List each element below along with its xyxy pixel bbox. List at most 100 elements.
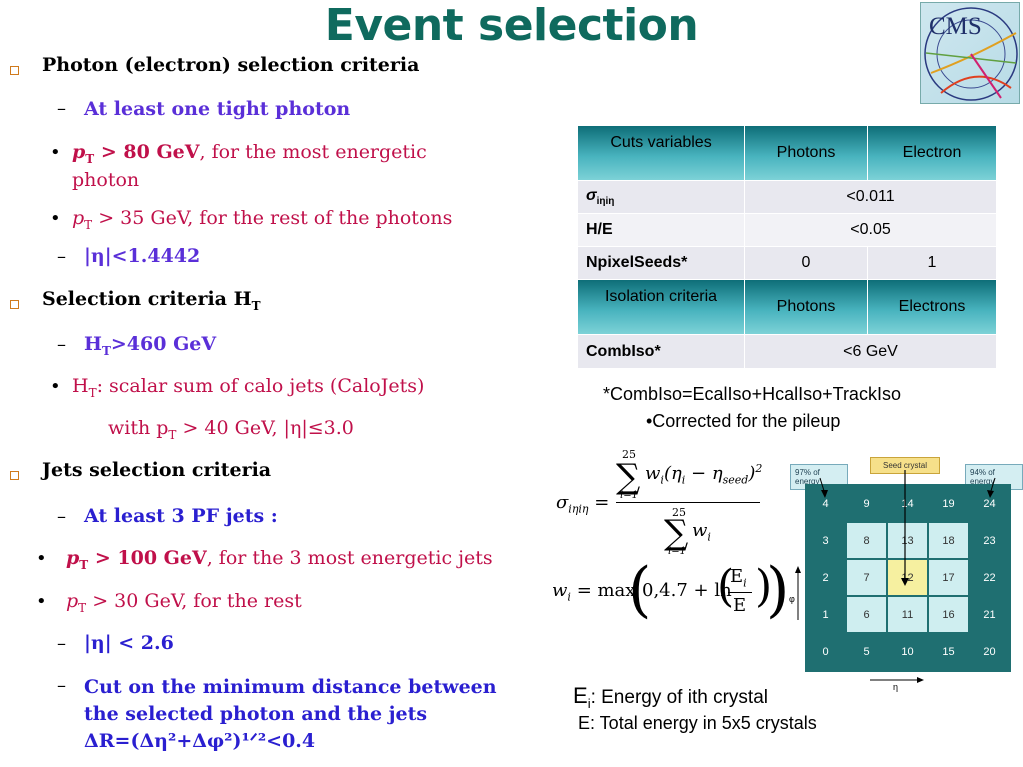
delta-r-line3: ΔR=(Δη²+Δφ²)¹ᐟ²<0.4 [84,730,316,752]
sigma-denominator: wi [692,520,711,544]
ht-var: H [72,375,89,397]
eta-cut-jets: |η| < 2.6 [84,632,174,654]
eta-sub: i [681,473,686,487]
ht-heading: Selection criteria HT [42,288,261,313]
ei-var: E [573,683,588,708]
table-header-cell: Isolation criteria [577,279,745,335]
tight-photon-item: At least one tight photon [84,98,351,120]
crystal-cell: 15 [929,634,968,669]
sigma-lhs: σiηiη = [556,492,610,516]
w-sub: i [660,473,664,487]
bullet-marker: • [50,142,61,163]
crystal-cell: 6 [847,597,886,632]
crystal-cell: 9 [847,486,886,521]
paren-close: ) [748,463,756,484]
delta-r-line2: the selected photon and the jets [84,703,428,725]
pt-sub: T [78,600,87,615]
seed-sub: seed [722,473,749,487]
paren-close-small: ) [755,561,773,612]
table-header-cell: Cuts variables [577,125,745,181]
table-header-row: Isolation criteria Photons Electrons [577,279,997,335]
sigma-numerator: wi(ηi − ηseed)2 [645,462,762,487]
crystal-cell: 13 [888,523,927,558]
cuts-table: Cuts variables Photons Electron σiηiη <0… [577,125,997,369]
section-ht-marker [10,294,19,313]
table-cell: NpixelSeeds* [577,246,745,280]
delta-r-cut: Cut on the minimum distance between the … [84,674,497,755]
ratio-den: E [733,595,747,616]
dash-marker: – [57,506,66,527]
crystal-cell: 5 [847,634,886,669]
bullet-marker: • [36,591,47,612]
ht-heading-text: Selection criteria H [42,288,252,310]
w-var: w [645,463,661,484]
crystal-cell: 21 [970,597,1009,632]
sigma-symbol: σ [586,186,597,204]
pt-var: p [72,207,85,229]
table-cell: <6 GeV [744,334,997,369]
sum-icon: ∑ [616,457,641,497]
bullet-square-icon [10,66,19,75]
table-cell: 1 [867,246,997,280]
logo-tracks-icon [924,7,1018,101]
crystal-cell: 1 [806,597,845,632]
sigma-sub: iηiη [568,502,589,516]
pt80-cond: > 80 GeV [94,141,200,163]
pt-var: p [72,141,86,163]
dash-marker: – [57,334,66,355]
max-text: = max [576,580,636,601]
ht-sub: T [101,343,111,358]
ratio-bar [728,592,752,593]
page-title: Event selection [324,0,699,51]
e-definition: E: Total energy in 5x5 crystals [578,713,817,733]
sum-icon: ∑ [664,513,689,553]
pt80-rest: , for the most energetic [199,141,427,163]
pt100-rest: , for the 3 most energetic jets [206,547,493,569]
crystal-cell: 16 [929,597,968,632]
grid-arrows-icon [795,470,996,683]
pt100-cond: > 100 GeV [88,547,207,569]
three-jets-item: At least 3 PF jets : [84,505,278,527]
ht-cont-a: with p [108,417,169,439]
sigma-sub: iηiη [596,196,615,208]
ht-heading-sub: T [251,298,261,313]
ht-def-rest: : scalar sum of calo jets (CaloJets) [96,375,425,397]
crystal-cell: 2 [806,560,845,595]
pt35-item: pT > 35 GeV, for the rest of the photons [72,207,452,232]
crystal-cell: 22 [970,560,1009,595]
table-cell: <0.05 [744,213,997,247]
bullet-marker: • [50,376,61,397]
bullet-square-icon [10,471,19,480]
crystal-cell: 8 [847,523,886,558]
sum-lower: i=1 [620,490,638,501]
table-cell: CombIso* [577,334,745,369]
table-header-cell: Electron [867,125,997,181]
eta-cut-photon: |η|<1.4442 [84,245,201,267]
jets-heading: Jets selection criteria [42,459,272,481]
e-sub: i [743,576,747,590]
dash-marker: – [57,98,66,119]
table-row: CombIso* <6 GeV [577,334,997,369]
eta-open: (η [663,463,682,484]
ht-cont-sub: T [168,427,177,442]
ht-cont-b: > 40 GeV, |η|≤3.0 [176,417,354,439]
crystal-cell: 23 [970,523,1009,558]
pt-var: p [66,547,80,569]
sum-upper-2: 25 [672,506,686,519]
crystal-cell: 3 [806,523,845,558]
bullet-square-icon [10,300,19,309]
crystal-cell: 18 [929,523,968,558]
table-header-row: Cuts variables Photons Electron [577,125,997,181]
ei-sub: i [587,695,591,711]
ht-definition: HT: scalar sum of calo jets (CaloJets) [72,375,424,400]
table-row: NpixelSeeds* 0 1 [577,246,997,280]
section-jets-marker [10,465,19,484]
pt-sub: T [85,151,95,166]
ht-jet-cuts: with pT > 40 GeV, |η|≤3.0 [108,417,354,442]
table-header-cell: Photons [744,125,868,181]
ht460-rest: >460 GeV [110,333,217,355]
cms-logo: CMS [920,2,1020,104]
axis-eta: η [893,682,899,692]
bullet-marker: • [50,208,61,229]
weight-formula: wi = max [552,580,635,604]
